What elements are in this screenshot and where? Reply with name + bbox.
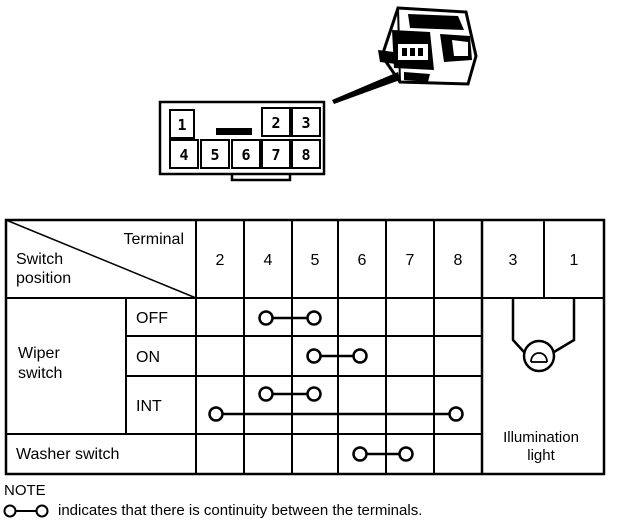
pin-label-5: 5 (210, 146, 219, 164)
pin-label-1: 1 (177, 116, 186, 134)
position-on: ON (136, 349, 160, 366)
illumination-light-label: Illumination (503, 429, 579, 446)
pin-1-cell (169, 109, 195, 139)
leader-arrow (332, 72, 400, 104)
continuity-on-5-6 (306, 348, 368, 364)
illumination-light-label-line2: light (527, 447, 555, 464)
header-terminal: Terminal (124, 231, 184, 248)
pin-label-3: 3 (301, 114, 310, 132)
continuity-int-2-8 (208, 406, 464, 422)
continuity-off-4-5 (258, 310, 322, 326)
terminal-header-6: 6 (358, 252, 367, 269)
continuity-table (4, 218, 606, 476)
continuity-symbol-icon (3, 504, 49, 518)
connector-key (216, 128, 252, 135)
terminal-header-7: 7 (406, 252, 415, 269)
terminal-header-4: 4 (264, 252, 273, 269)
switch-body-illustration (378, 6, 478, 86)
header-switch: Switch (16, 251, 63, 268)
pin-8-cell (291, 139, 321, 169)
terminal-header-5: 5 (311, 252, 320, 269)
pin-label-2: 2 (271, 114, 280, 132)
pin-2-cell (261, 107, 291, 137)
terminal-header-3: 3 (509, 252, 518, 269)
illumination-lamp-icon (511, 298, 576, 373)
header-position: position (16, 270, 71, 287)
wiper-switch-label: Wiper (18, 345, 60, 362)
terminal-header-8: 8 (454, 252, 463, 269)
continuity-washer-6-7 (352, 446, 414, 462)
pin-6-cell (231, 139, 261, 169)
terminal-header-1: 1 (570, 252, 579, 269)
pin-label-6: 6 (241, 146, 250, 164)
position-off: OFF (136, 310, 168, 327)
pin-4-cell (169, 139, 199, 169)
note-text: indicates that there is continuity betwe… (58, 502, 423, 519)
note-title: NOTE (4, 482, 46, 499)
pin-3-cell (291, 107, 321, 137)
pin-label-4: 4 (179, 146, 188, 164)
washer-switch-label: Washer switch (16, 446, 119, 463)
wiper-switch-label-line2: switch (18, 365, 62, 382)
pin-label-8: 8 (301, 146, 310, 164)
continuity-int-4-5 (258, 386, 322, 402)
connector-face: 1 2 3 4 5 6 7 8 (158, 100, 326, 182)
terminal-header-2: 2 (216, 252, 225, 269)
pin-label-7: 7 (271, 146, 280, 164)
pin-7-cell (261, 139, 291, 169)
position-int: INT (136, 398, 162, 415)
pin-5-cell (200, 139, 230, 169)
